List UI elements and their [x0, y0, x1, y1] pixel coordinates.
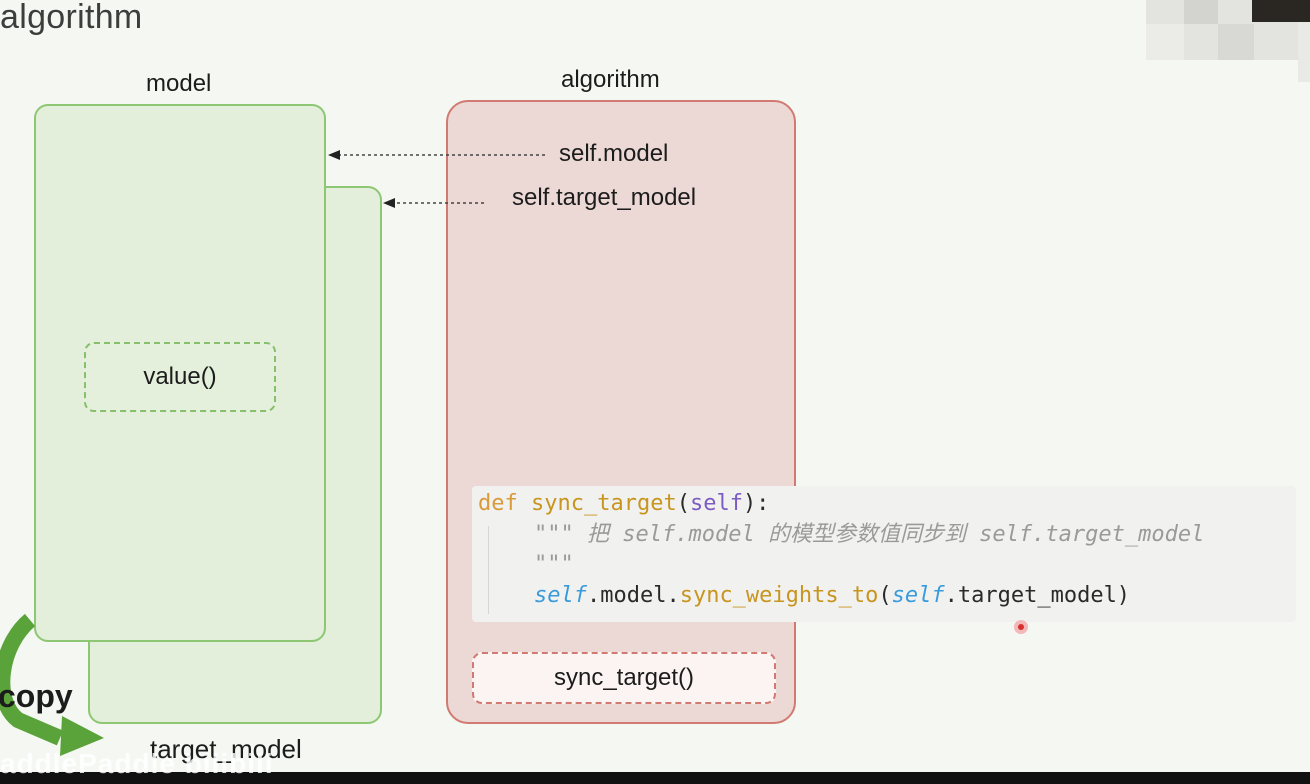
- corner-side-block: [1298, 22, 1310, 82]
- doc-text: 把 self.model 的模型参数值同步到 self.target_model: [587, 522, 1205, 547]
- indent-guide: [488, 526, 489, 614]
- paren-close: ):: [742, 491, 770, 516]
- code-line-def: def sync_target(self):: [478, 489, 769, 519]
- self-param: self: [689, 491, 743, 516]
- sync-target-method-label: sync_target(): [553, 664, 695, 691]
- body-attr-target: .target_model): [944, 583, 1131, 608]
- sync-target-method-box: sync_target(): [472, 652, 776, 704]
- body-paren-open: (: [878, 583, 892, 608]
- self-model-ref: self.model: [559, 140, 669, 167]
- page-title: algorithm: [0, 0, 143, 36]
- def-keyword: def: [478, 491, 518, 516]
- body-attr-model: .model.: [586, 583, 680, 608]
- copy-arrow-icon: [0, 613, 104, 756]
- code-line-body: self.model.sync_weights_to(self.target_m…: [534, 581, 1130, 611]
- footer-bar: [0, 772, 1310, 784]
- body-self-1: self: [534, 583, 587, 608]
- algorithm-label: algorithm: [561, 66, 660, 93]
- self-target-model-ref: self.target_model: [512, 184, 697, 211]
- doc-quote-open: """: [534, 522, 574, 547]
- model-label: model: [146, 70, 212, 97]
- paren-open: (: [676, 491, 690, 516]
- value-method-label: value(): [143, 363, 217, 390]
- body-method: sync_weights_to: [679, 583, 879, 608]
- value-method-box: value(): [84, 342, 276, 412]
- model-ref-arrow: [328, 150, 545, 160]
- corner-dark-block: [1252, 0, 1310, 22]
- cursor-dot: [1014, 620, 1028, 634]
- target-model-ref-arrow: [383, 198, 484, 208]
- body-self-2: self: [891, 583, 945, 608]
- code-snippet: def sync_target(self): """ 把 self.model …: [472, 486, 1296, 622]
- target-model-label: target_model: [150, 734, 302, 764]
- watermark: addlePaddle bilibili: [0, 748, 274, 779]
- code-line-docstring: """ 把 self.model 的模型参数值同步到 self.target_m…: [534, 520, 1204, 550]
- copy-label: copy: [0, 678, 73, 714]
- function-name: sync_target: [531, 491, 677, 516]
- doc-quote-close: """: [534, 552, 574, 577]
